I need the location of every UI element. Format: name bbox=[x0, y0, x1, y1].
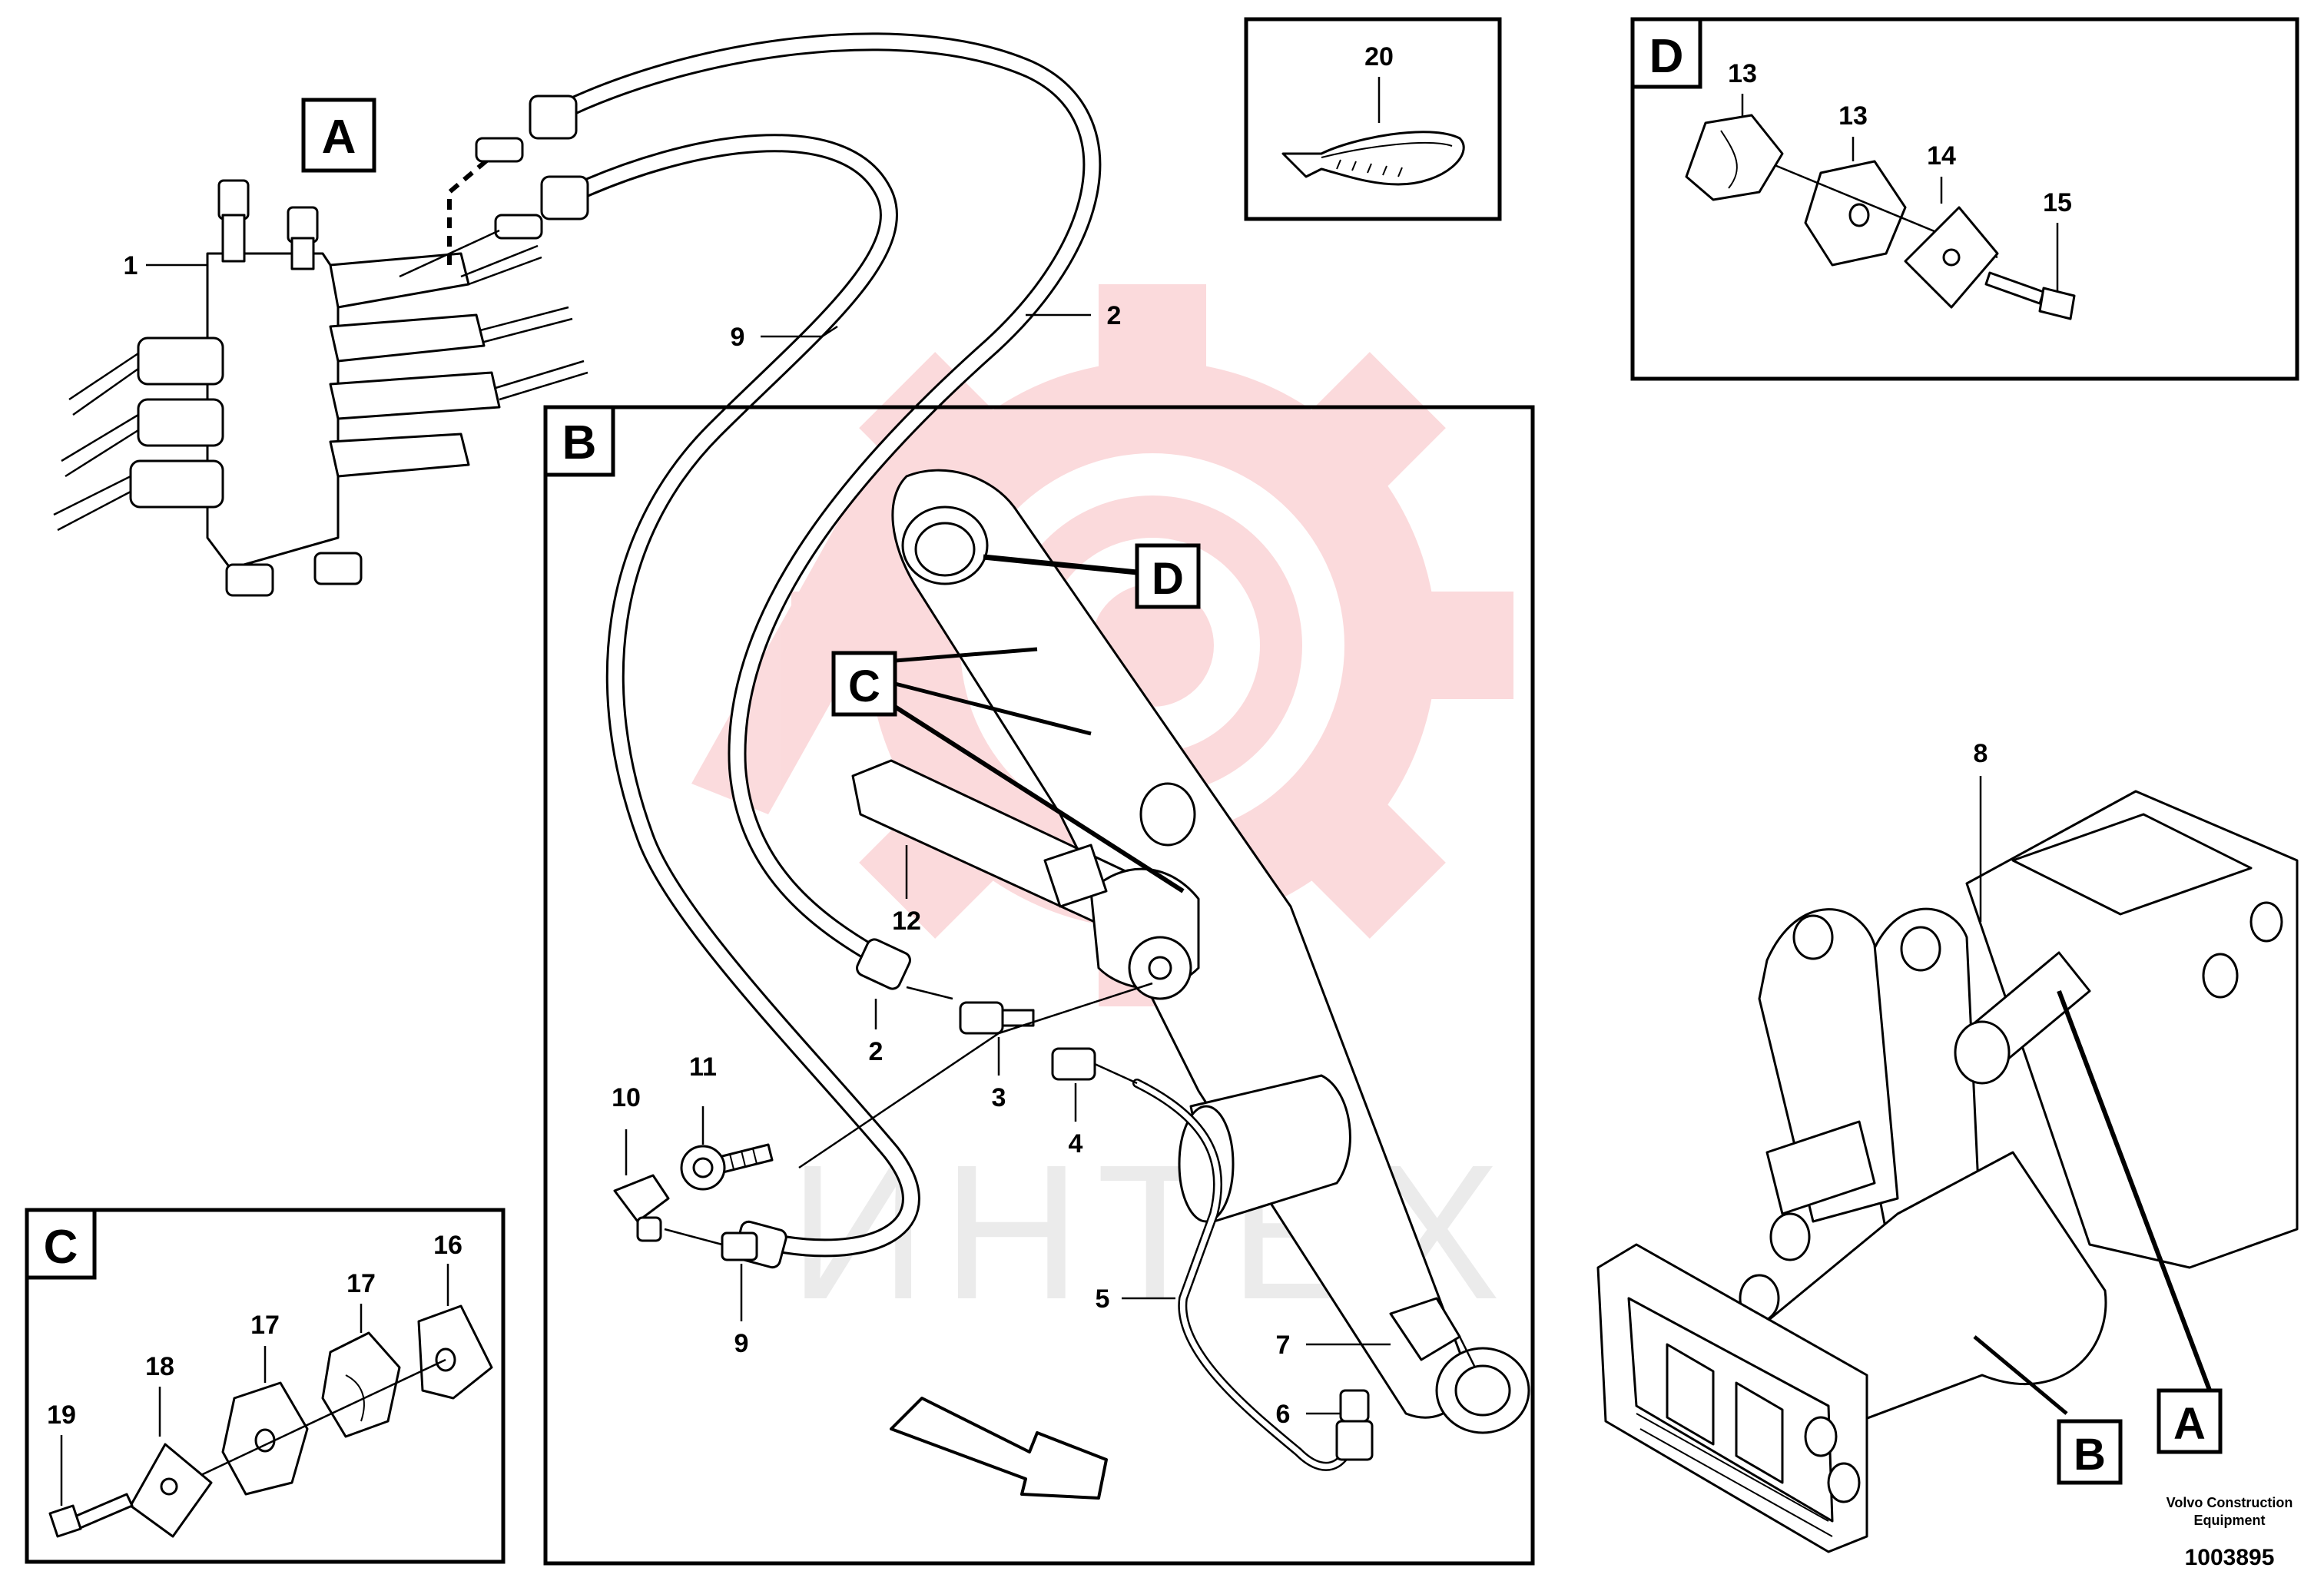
tag-a-label: A bbox=[2173, 1399, 2206, 1449]
callout-4: 4 bbox=[1069, 1129, 1083, 1158]
callout-12: 12 bbox=[892, 907, 921, 936]
callout-8: 8 bbox=[1974, 739, 1988, 768]
callout-13-left: 13 bbox=[1728, 59, 1757, 88]
callout-2-top: 2 bbox=[1107, 301, 1122, 330]
tag-a bbox=[2157, 1388, 2223, 1454]
section-b-tag bbox=[543, 405, 615, 477]
callout-14: 14 bbox=[1927, 141, 1956, 171]
section-c-frame bbox=[25, 1208, 506, 1564]
callout-9-bottom: 9 bbox=[734, 1329, 749, 1358]
callout-11: 11 bbox=[689, 1052, 717, 1082]
company-name-line1: Volvo Construction bbox=[2167, 1495, 2293, 1510]
drawing-footer: Volvo Construction Equipment 1003895 bbox=[2167, 1495, 2293, 1570]
section-20-frame bbox=[1244, 17, 1502, 221]
section-20-cable-tie: 20 bbox=[1244, 17, 1502, 221]
tag-d-label: D bbox=[1152, 554, 1184, 604]
section-d-frame bbox=[1630, 17, 2299, 381]
callout-16: 16 bbox=[433, 1231, 462, 1260]
callout-15: 15 bbox=[2043, 188, 2072, 217]
callout-1: 1 bbox=[124, 251, 138, 280]
callout-7: 7 bbox=[1276, 1331, 1291, 1360]
callout-17-right: 17 bbox=[346, 1269, 376, 1298]
callout-6: 6 bbox=[1276, 1400, 1291, 1429]
callout-3: 3 bbox=[992, 1083, 1006, 1112]
section-b-boom-assembly: B 12 D C 5 bbox=[543, 405, 1535, 1566]
section-a-tag bbox=[301, 98, 376, 173]
callout-13-right: 13 bbox=[1838, 101, 1868, 131]
callout-19: 19 bbox=[47, 1400, 76, 1430]
direction-arrow-icon bbox=[890, 1397, 1108, 1500]
loader-boom-overview: 8 A B bbox=[1596, 739, 2299, 1553]
section-c-label: C bbox=[44, 1221, 78, 1274]
section-b-frame bbox=[543, 405, 1535, 1566]
callout-9-top: 9 bbox=[731, 323, 745, 352]
company-name-line2: Equipment bbox=[2194, 1513, 2266, 1528]
drawing-number: 1003895 bbox=[2185, 1545, 2275, 1570]
section-b-label: B bbox=[562, 416, 597, 469]
section-d-clamp-kit: D 13 13 14 15 bbox=[1630, 17, 2299, 381]
tag-b-label: B bbox=[2074, 1430, 2106, 1480]
tag-d bbox=[1135, 543, 1201, 609]
hoses: 9 2 bbox=[529, 32, 1122, 1269]
callout-17-left: 17 bbox=[250, 1311, 280, 1340]
section-a-label: A bbox=[322, 111, 356, 164]
section-d-label: D bbox=[1649, 30, 1684, 83]
section-c-clamp-kit: C 16 17 17 18 19 bbox=[25, 1208, 506, 1564]
callout-2-bottom: 2 bbox=[869, 1037, 884, 1066]
callout-5: 5 bbox=[1096, 1284, 1110, 1314]
callout-10: 10 bbox=[612, 1083, 641, 1112]
section-d-tag bbox=[1630, 17, 1702, 89]
callout-18: 18 bbox=[145, 1352, 174, 1381]
tag-c-label: C bbox=[848, 661, 880, 711]
tag-b bbox=[2057, 1419, 2123, 1485]
callout-20: 20 bbox=[1364, 42, 1394, 71]
section-c-tag bbox=[25, 1208, 97, 1280]
section-a-control-valve: A 1 bbox=[53, 98, 588, 597]
